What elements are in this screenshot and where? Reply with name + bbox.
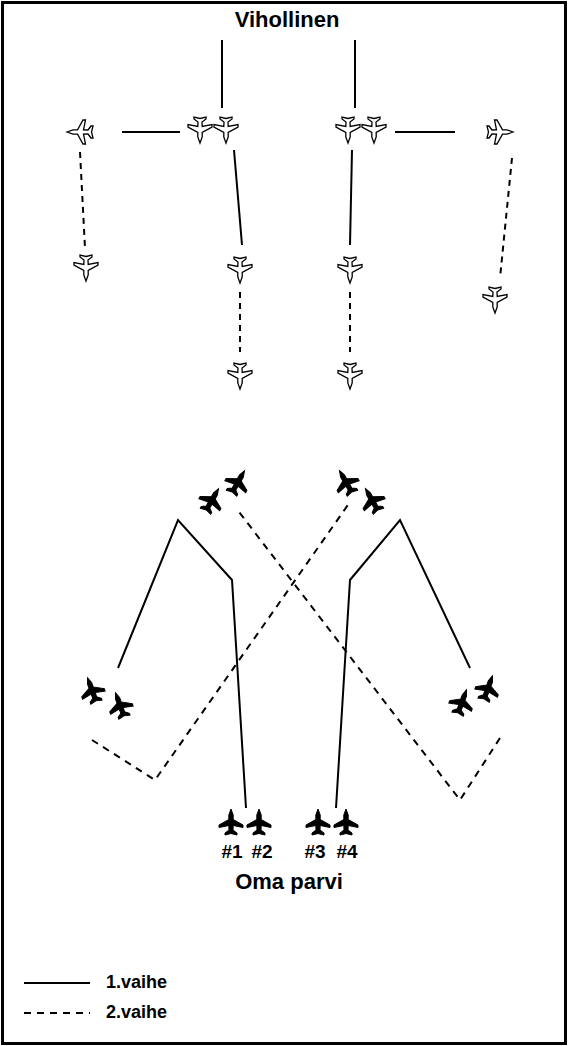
legend-line-sample: [22, 1003, 92, 1023]
legend-text: 2.vaihe: [106, 1002, 167, 1023]
legend-line-sample: [22, 973, 92, 993]
legend-entry: 2.vaihe: [22, 1002, 167, 1023]
frame: [3, 3, 566, 1044]
legend-text: 1.vaihe: [106, 972, 167, 993]
callout-number: #4: [336, 842, 357, 863]
callout-number: #1: [221, 842, 242, 863]
callout-number: #2: [251, 842, 272, 863]
enemy-jets: [67, 117, 513, 389]
legend-entry: 1.vaihe: [22, 972, 167, 993]
callout-number: #3: [304, 842, 325, 863]
enemy-label: Vihollinen: [235, 8, 340, 32]
own-flight-label: Oma parvi: [235, 870, 343, 894]
enemy-lines: [80, 40, 512, 352]
own-paths: [92, 502, 500, 808]
own-jets: [76, 465, 503, 835]
